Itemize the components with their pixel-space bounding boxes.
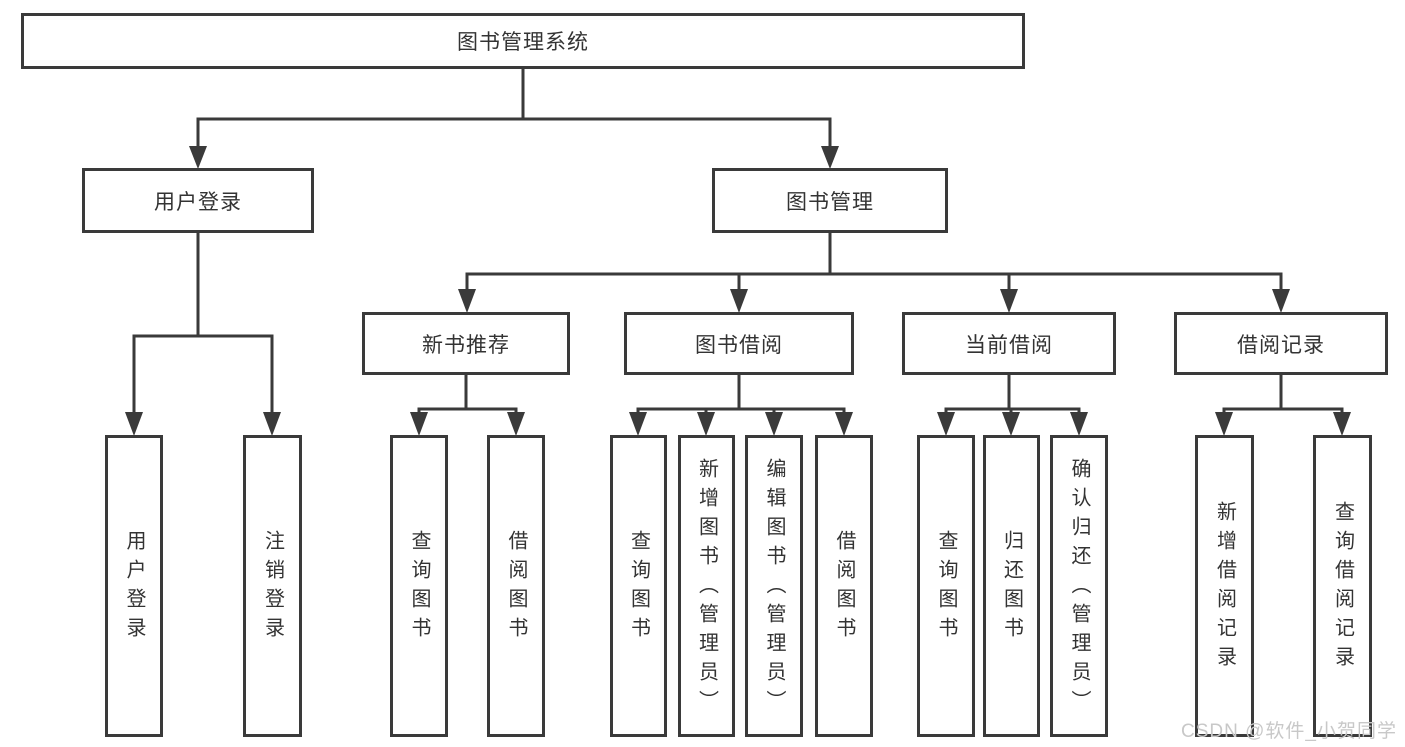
node-add-book-admin: 新增图书（管理员） <box>678 435 735 737</box>
node-library-system: 图书管理系统 <box>21 13 1025 69</box>
node-query-borrow-record: 查询借阅记录 <box>1313 435 1372 737</box>
node-return-book: 归还图书 <box>983 435 1040 737</box>
connector-current-borrow-children <box>937 375 1088 436</box>
node-borrow-book-2: 借阅图书 <box>815 435 873 737</box>
node-logout-leaf: 注销登录 <box>243 435 302 737</box>
connector-root-to-level2 <box>189 68 839 169</box>
node-borrow-records: 借阅记录 <box>1174 312 1388 375</box>
node-new-book-recommend: 新书推荐 <box>362 312 570 375</box>
connector-user-login-children <box>125 233 281 436</box>
node-edit-book-admin: 编辑图书（管理员） <box>745 435 803 737</box>
node-query-book-2: 查询图书 <box>610 435 667 737</box>
connector-book-management-children <box>458 233 1290 313</box>
node-user-login-branch: 用户登录 <box>82 168 314 233</box>
node-query-book-3: 查询图书 <box>917 435 975 737</box>
node-current-borrow: 当前借阅 <box>902 312 1116 375</box>
node-query-book-1: 查询图书 <box>390 435 448 737</box>
connector-borrow-records-children <box>1215 375 1351 436</box>
connector-book-borrow-children <box>629 375 853 436</box>
node-book-borrow: 图书借阅 <box>624 312 854 375</box>
connector-new-book-recommend-children <box>410 375 525 436</box>
node-add-borrow-record: 新增借阅记录 <box>1195 435 1254 737</box>
node-borrow-book-1: 借阅图书 <box>487 435 545 737</box>
node-confirm-return-admin: 确认归还（管理员） <box>1050 435 1108 737</box>
node-book-management-branch: 图书管理 <box>712 168 948 233</box>
csdn-watermark: CSDN @软件_小贺同学 <box>1181 721 1397 742</box>
node-user-login-leaf: 用户登录 <box>105 435 163 737</box>
